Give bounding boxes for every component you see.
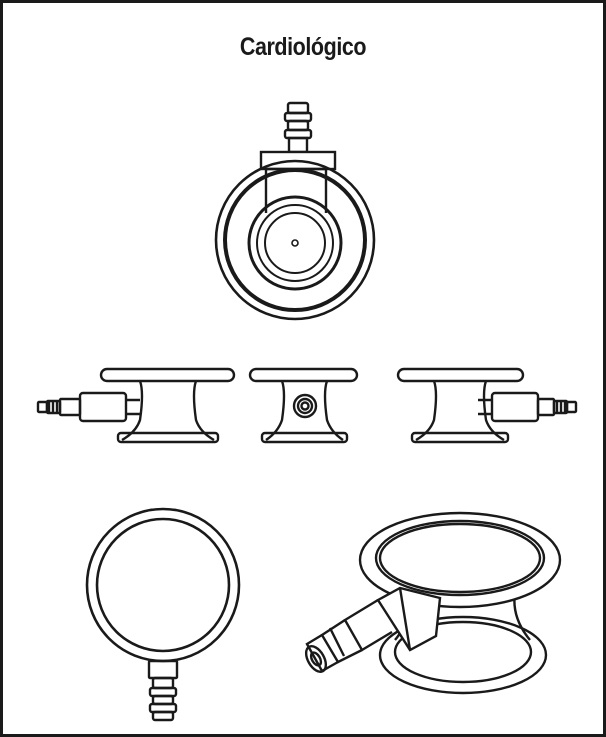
chestpiece-diaphragm-view — [85, 507, 241, 722]
chestpiece-side-view-center — [248, 367, 359, 444]
chestpiece-front-view — [214, 101, 376, 321]
chestpiece-side-view-left — [36, 367, 236, 444]
chestpiece-perspective-view — [304, 511, 562, 695]
diagram-title: Cardiológico — [239, 33, 367, 61]
chestpiece-side-view-right — [396, 367, 578, 444]
